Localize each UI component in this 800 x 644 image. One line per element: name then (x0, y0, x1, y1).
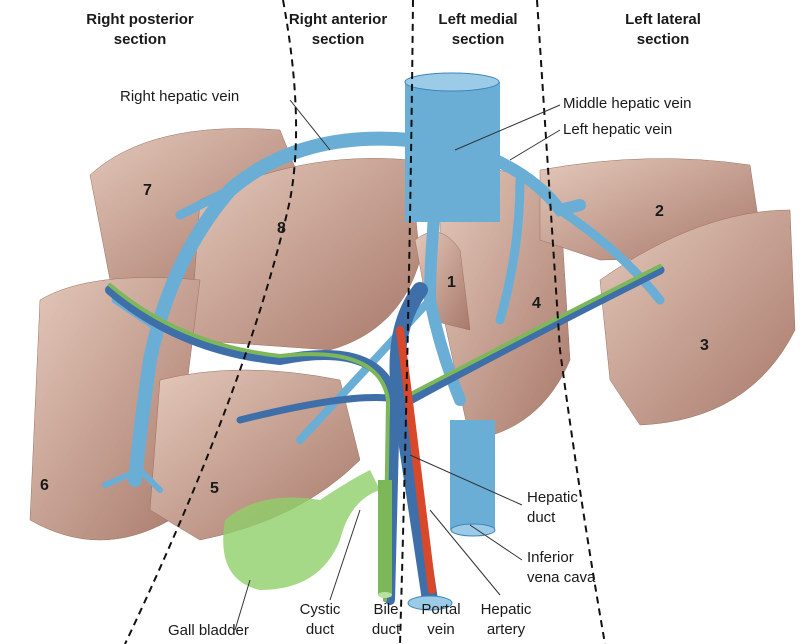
divider-left-medial-lateral (536, 0, 606, 644)
segment-label-8: 8 (277, 220, 286, 237)
label-right-hepatic-vein: Right hepatic vein (120, 88, 240, 105)
portal-triads (105, 264, 665, 608)
divider-right-posterior-anterior (124, 0, 298, 644)
label-left-hepatic-vein: Left hepatic vein (563, 121, 673, 138)
segment-label-2: 2 (655, 203, 664, 220)
segment-label-7: 7 (143, 182, 152, 199)
divider-right-anterior-left-medial (399, 0, 414, 644)
label-gall-bladder: Gall bladder (168, 622, 249, 639)
segment-label-1: 1 (447, 274, 456, 291)
gall-bladder (223, 470, 453, 611)
segment-label-4: 4 (532, 295, 541, 312)
segment-label-5: 5 (210, 480, 219, 497)
segment-label-3: 3 (700, 337, 709, 354)
segment-3-lobe (599, 209, 796, 426)
leader-lines (234, 99, 561, 631)
label-middle-hepatic-vein: Middle hepatic vein (563, 95, 692, 112)
section-divider-lines (124, 0, 606, 644)
segment-label-6: 6 (40, 477, 49, 494)
